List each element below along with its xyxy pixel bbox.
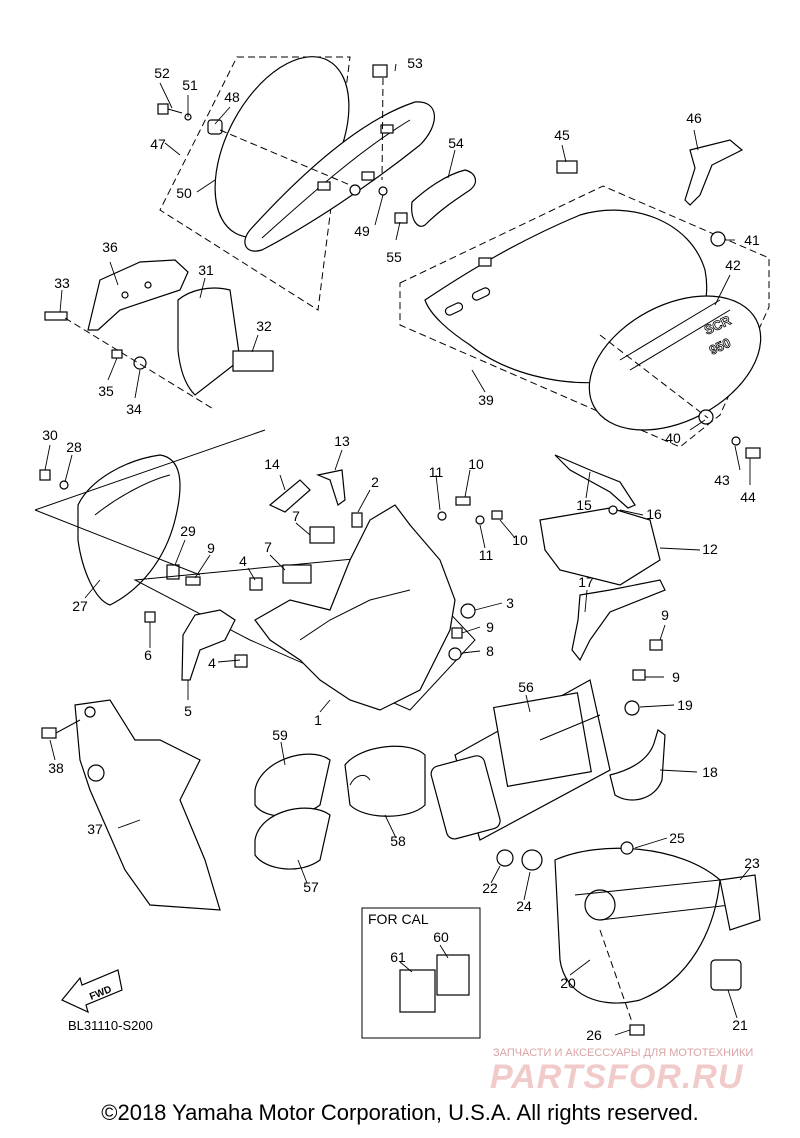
callout-5: 5 [184, 703, 192, 719]
callout-41: 41 [744, 232, 760, 248]
callout-21: 21 [732, 1017, 748, 1033]
callout-59: 59 [272, 727, 288, 743]
callout-52: 52 [154, 65, 170, 81]
callout-14: 14 [264, 456, 280, 472]
left-mid-bracket-group [34, 429, 266, 606]
callout-56: 56 [518, 679, 534, 695]
callout-45: 45 [554, 127, 570, 143]
callout-9c: 9 [661, 607, 669, 623]
callout-11a: 11 [429, 464, 444, 480]
leader-lines [44, 63, 751, 1036]
for-cal-title: FOR CAL [368, 911, 429, 927]
guard-plate-group [41, 699, 221, 911]
diagram-code: BL31110-S200 [68, 1018, 153, 1033]
callout-55: 55 [386, 249, 402, 265]
callout-47: 47 [150, 136, 166, 152]
right-side-cover-group: SCR 950 [399, 139, 770, 459]
left-side-cover-group [157, 56, 477, 311]
callout-39: 39 [478, 392, 494, 408]
callout-16: 16 [646, 506, 662, 522]
callout-53: 53 [407, 55, 423, 71]
callout-49: 49 [354, 223, 370, 239]
callout-11b: 11 [479, 547, 494, 563]
tube-group [254, 679, 611, 870]
callout-22: 22 [482, 880, 498, 896]
callout-25: 25 [669, 830, 685, 846]
for-cal-box: FOR CAL [361, 907, 481, 1039]
fwd-indicator: FWD [61, 969, 123, 1014]
callout-32: 32 [256, 318, 272, 334]
battery-box-group [133, 454, 666, 801]
callout-10a: 10 [468, 456, 484, 472]
callout-18: 18 [702, 764, 718, 780]
callout-12: 12 [702, 541, 718, 557]
callout-38: 38 [48, 760, 64, 776]
callout-43: 43 [714, 472, 730, 488]
callout-46: 46 [686, 110, 702, 126]
callout-31: 31 [198, 262, 214, 278]
callout-27: 27 [72, 598, 88, 614]
callout-44: 44 [740, 489, 756, 505]
callout-28: 28 [66, 439, 82, 455]
callout-6: 6 [144, 647, 152, 663]
callout-60: 60 [433, 929, 449, 945]
callout-42: 42 [725, 257, 741, 273]
callout-7b: 7 [264, 539, 272, 555]
callout-58: 58 [390, 833, 406, 849]
callout-9d: 9 [672, 669, 680, 685]
callout-3: 3 [506, 595, 514, 611]
callout-51: 51 [182, 77, 198, 93]
callout-9a: 9 [207, 540, 215, 556]
callout-34: 34 [126, 401, 142, 417]
callout-36: 36 [102, 239, 118, 255]
callout-26: 26 [586, 1027, 602, 1043]
callout-2: 2 [371, 474, 379, 490]
callout-8: 8 [486, 643, 494, 659]
lower-right-cover-group [496, 841, 761, 1036]
callout-57: 57 [303, 879, 319, 895]
callout-15: 15 [576, 497, 592, 513]
callout-24: 24 [516, 898, 532, 914]
callout-29: 29 [180, 523, 196, 539]
copyright-notice: ©2018 Yamaha Motor Corporation, U.S.A. A… [101, 1100, 699, 1125]
callout-23: 23 [744, 855, 760, 871]
callout-35: 35 [98, 383, 114, 399]
callout-4a: 4 [239, 553, 247, 569]
callout-13: 13 [334, 433, 350, 449]
callout-33: 33 [54, 275, 70, 291]
callout-4b: 4 [208, 655, 216, 671]
callout-37: 37 [87, 821, 103, 837]
callout-numbers: 52 51 48 47 50 53 54 49 55 45 46 41 42 3… [42, 55, 760, 1043]
callout-20: 20 [560, 975, 576, 991]
callout-9b: 9 [486, 619, 494, 635]
callout-48: 48 [224, 89, 240, 105]
callout-50: 50 [176, 185, 192, 201]
watermark-logo: PARTSFOR.RU [490, 1058, 744, 1096]
callout-7a: 7 [292, 508, 300, 524]
callout-10b: 10 [512, 532, 528, 548]
callout-40: 40 [665, 430, 681, 446]
callout-1: 1 [314, 712, 322, 728]
callout-61: 61 [390, 949, 406, 965]
callout-30: 30 [42, 427, 58, 443]
callout-17: 17 [578, 574, 594, 590]
watermark-subtitle: ЗАПЧАСТИ И АКСЕССУАРЫ ДЛЯ МОТОТЕХНИКИ [493, 1047, 753, 1059]
left-bracket-group [44, 259, 274, 411]
callout-54: 54 [448, 135, 464, 151]
callout-19: 19 [677, 697, 693, 713]
